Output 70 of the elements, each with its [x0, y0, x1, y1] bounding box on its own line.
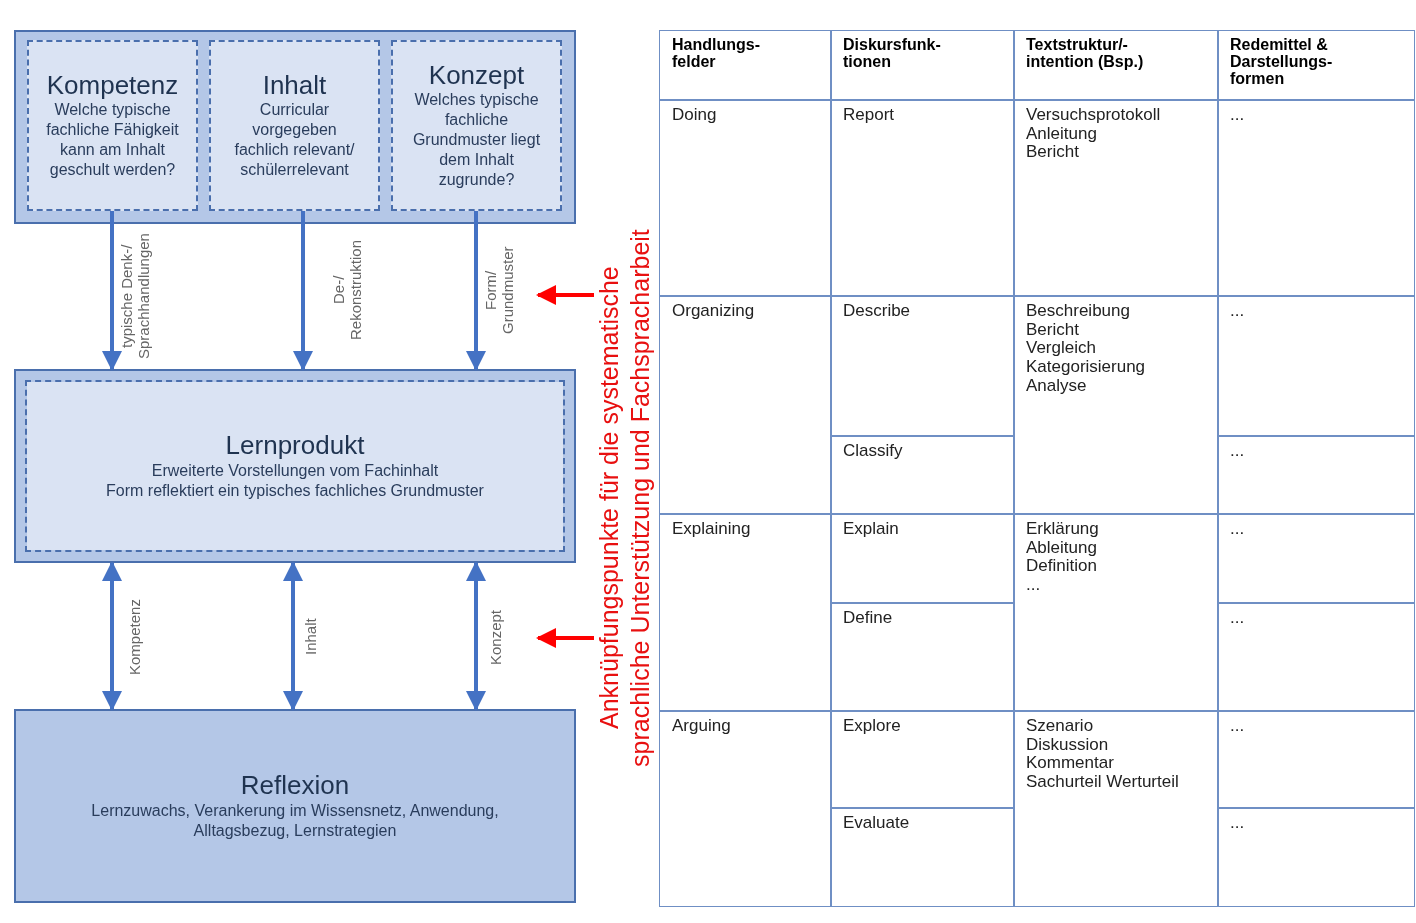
- box-text: Erweiterte Vorstellungen vom Fachinhalt: [151, 460, 439, 481]
- table-text: Explain: [843, 520, 899, 539]
- box-heading: Konzept: [428, 60, 525, 91]
- table-text: ...: [1230, 609, 1245, 628]
- table-text: ...: [1230, 302, 1245, 321]
- table-text: Report: [843, 106, 895, 125]
- table-text: Erklärung: [1026, 520, 1099, 539]
- edge-label: Kompetenz: [126, 598, 144, 677]
- table-text: Explaining: [672, 520, 751, 539]
- vertical-note-text: Anknüpfungspunkte für die systematische sprachliche Unterstützung und Fachspracharbeit: [595, 229, 655, 767]
- table-text: Anleitung: [1026, 124, 1097, 144]
- table-text: Versuchsprotokoll: [1026, 106, 1161, 125]
- table-text: Ableitung: [1026, 538, 1097, 558]
- column-header: Textstruktur/- intention (Bsp.): [1026, 37, 1145, 71]
- box-text: Form reflektiert ein typisches fachliches Grundmuster: [106, 480, 484, 501]
- table-text: Arguing: [672, 717, 731, 736]
- double-arrow: [283, 561, 303, 711]
- edge-label: Inhalt: [302, 617, 320, 658]
- table-text: Bericht: [1026, 320, 1079, 340]
- box-heading: Inhalt: [262, 70, 327, 101]
- table-text: ...: [1230, 442, 1245, 461]
- table-text: Describe: [843, 302, 911, 321]
- edge-label: De-/ Rekonstruktion: [330, 240, 366, 340]
- box-heading: Lernprodukt: [225, 431, 365, 461]
- table-text: Explore: [843, 717, 901, 736]
- box-text: Welche typische fachliche Fähigkeit kann am Inhalt geschult werden?: [45, 100, 180, 181]
- table-text: Beschreibung: [1026, 302, 1130, 321]
- double-arrow: [466, 561, 486, 711]
- table-text: Bericht: [1026, 143, 1079, 163]
- table-text: ...: [1230, 717, 1245, 736]
- product-box: [14, 369, 576, 563]
- table-text: ...: [1230, 106, 1245, 125]
- concept-box: [209, 40, 380, 211]
- box-text: Lernzuwachs, Verankerung im Wissensnetz, Anwendung, Alltagsbezug, Lernstrategien: [90, 800, 500, 841]
- double-arrow: [102, 561, 122, 711]
- group-frame: [14, 30, 576, 224]
- table-text: Organizing: [672, 302, 755, 321]
- arrow: [536, 628, 594, 648]
- edge-label: Konzept: [487, 608, 505, 667]
- box-heading: Reflexion: [240, 771, 350, 801]
- table-text: Kommentar: [1026, 754, 1114, 774]
- table-text: ...: [1230, 814, 1245, 833]
- table-text: Kategorisierung: [1026, 358, 1146, 377]
- table-text: Sachurteil Werturteil: [1026, 773, 1179, 792]
- table-text: Definition: [1026, 557, 1097, 577]
- edge-label: Form/ Grundmuster: [482, 245, 518, 335]
- table-text: Diskussion: [1026, 735, 1109, 755]
- column-header: Diskursfunk- tionen: [843, 37, 942, 71]
- table-text: Classify: [843, 442, 903, 461]
- arrow: [102, 211, 122, 371]
- table-text: Analyse: [1026, 376, 1087, 396]
- column-header: Handlungs- felder: [672, 37, 761, 71]
- concept-box: [27, 40, 198, 211]
- table-text: Define: [843, 609, 893, 628]
- table-text: ...: [1230, 520, 1245, 539]
- box-text: Welches typische fachliche Grundmuster liegt dem Inhalt zugrunde?: [411, 90, 542, 191]
- table-text: Doing: [672, 106, 717, 125]
- box-text: Curricular vorgegeben fachlich relevant/ schülerrelevant: [233, 100, 356, 181]
- table-text: Evaluate: [843, 814, 910, 833]
- reflection-box: [14, 709, 576, 903]
- arrow: [536, 285, 594, 305]
- table-text: Szenario: [1026, 717, 1094, 736]
- edge-label: typische Denk-/ Sprachhandlungen: [118, 232, 154, 361]
- table-text: ...: [1026, 576, 1041, 595]
- column-header: Redemittel & Darstellungs- formen: [1230, 37, 1334, 88]
- concept-box: [391, 40, 562, 211]
- arrow: [293, 211, 313, 371]
- table-text: Vergleich: [1026, 339, 1096, 359]
- arrow: [466, 211, 486, 371]
- box-heading: Kompetenz: [46, 70, 179, 101]
